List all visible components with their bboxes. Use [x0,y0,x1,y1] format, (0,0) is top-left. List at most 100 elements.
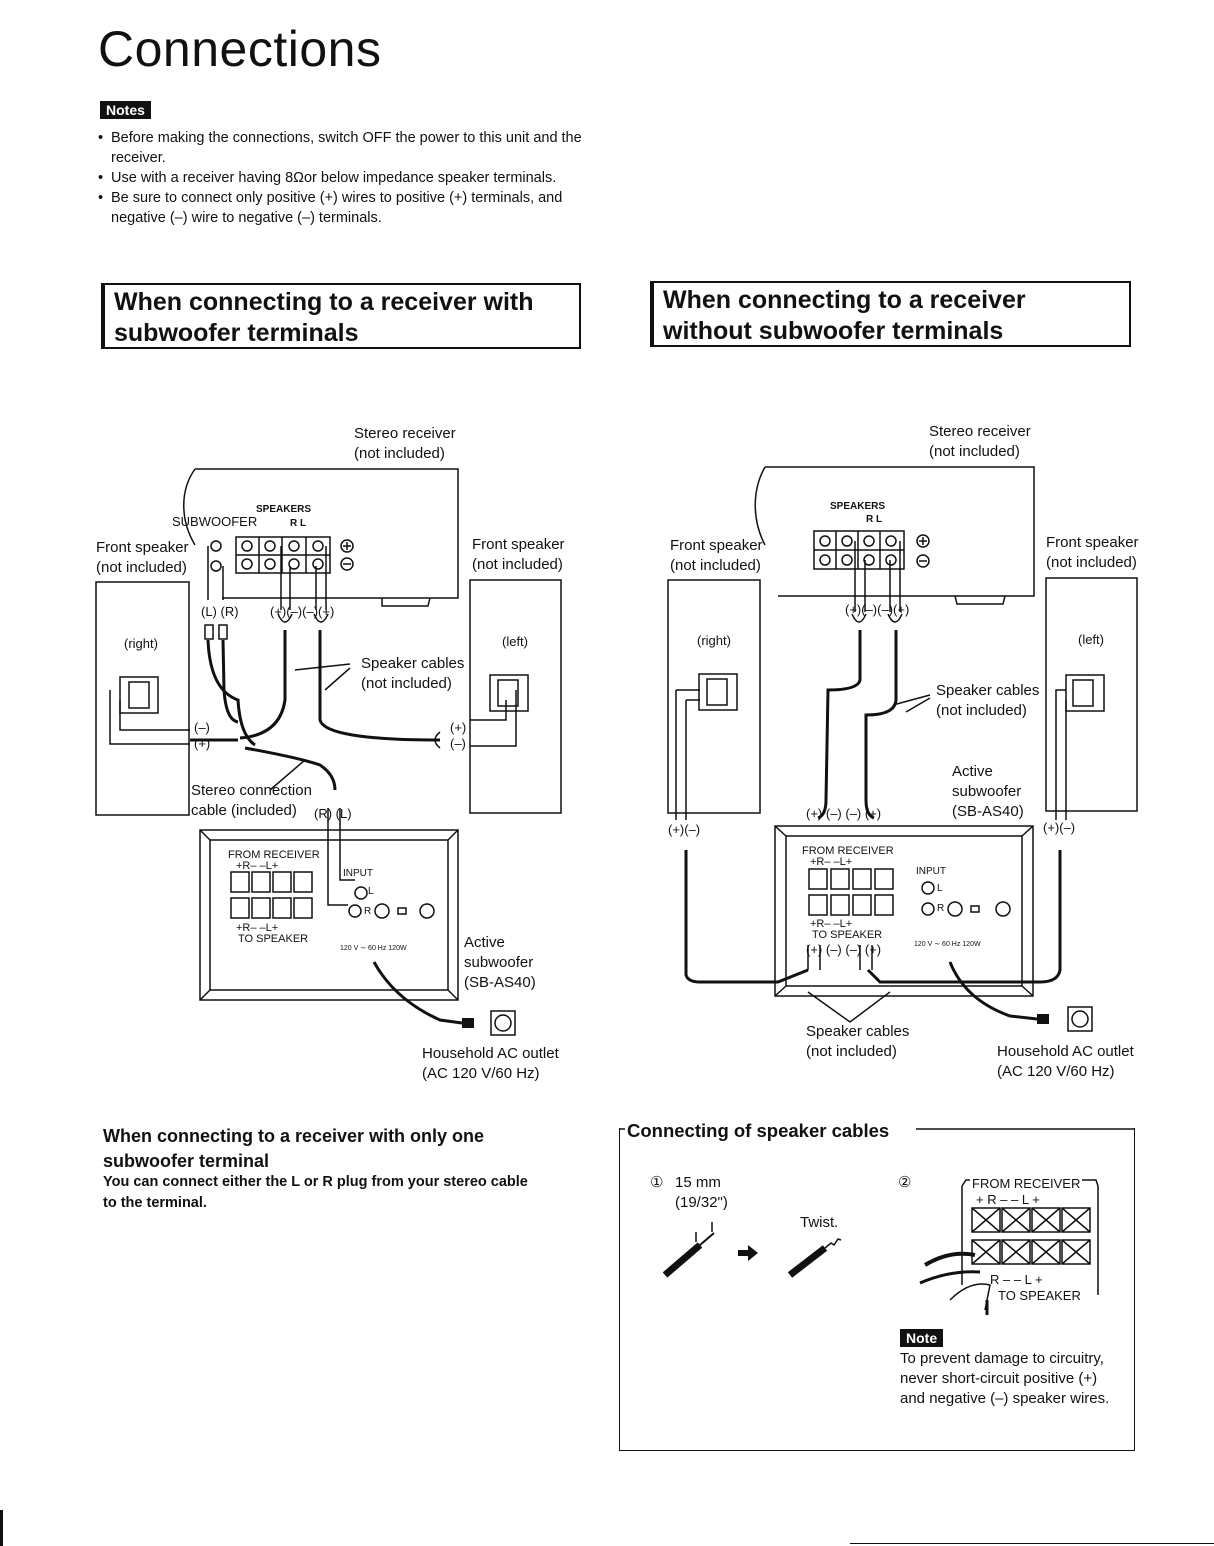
front-speaker-label: Front speaker [1046,534,1139,551]
active-subwoofer-label: subwoofer [464,954,534,971]
polarity-label: (+) (–) (–) (+) [806,942,882,957]
polarity-label: R – – L + [990,1272,1043,1287]
speaker-cables-note: (not included) [936,702,1027,719]
polarity-label: +R– –L+ [810,918,853,930]
note-badge: Note [900,1329,944,1347]
power-rating-label: 120 V ∼ 60 Hz 120W [340,945,407,952]
subwoofer-label: SUBWOOFER [172,514,258,529]
front-speaker-label: Front speaker [472,536,565,553]
one-terminal-heading-line: When connecting to a receiver with only … [103,1126,485,1146]
input-l-label: L [937,883,943,894]
note-item: Use with a receiver having 8Ωor below im… [98,168,588,188]
household-outlet-note: (AC 120 V/60 Hz) [422,1065,540,1082]
twist-label: Twist. [800,1214,839,1231]
input-l-label: L [368,886,374,897]
note-item: Be sure to connect only positive (+) wir… [98,188,588,228]
rl-label: R L [866,514,883,525]
from-receiver-label: FROM RECEIVER [970,1176,1083,1191]
left-speaker-label: (left) [1078,632,1104,647]
to-speaker-label: TO SPEAKER [996,1288,1083,1303]
speaker-cables-note: (not included) [806,1043,897,1060]
step1-length: 15 mm [675,1174,721,1191]
active-subwoofer-label: subwoofer [952,783,1022,800]
front-speaker-note: (not included) [670,557,761,574]
polarity-label: (–) [450,736,466,751]
active-subwoofer-model: (SB-AS40) [464,974,536,991]
speaker-cables-box-title: Connecting of speaker cables [627,1120,896,1142]
input-label: INPUT [916,866,946,877]
stereo-cable-note: cable (included) [191,802,297,819]
power-rating-label: 120 V ∼ 60 Hz 120W [914,941,981,948]
note-text: and negative (–) speaker wires. [900,1390,1110,1407]
input-r-label: R [937,903,945,914]
heading-with-subwoofer: When connecting to a receiver with subwo… [101,283,581,349]
left-speaker-label: (left) [502,634,528,649]
polarity-label: (+)(–) [668,822,701,837]
speakers-label: SPEAKERS [256,504,312,515]
one-terminal-text-line: You can connect either the L or R plug f… [103,1174,528,1190]
one-terminal-heading: When connecting to a receiver with only … [103,1124,583,1174]
input-label: INPUT [343,868,373,879]
right-speaker-label: (right) [697,633,731,648]
polarity-label: + R – – L + [976,1192,1040,1207]
polarity-label: (+) (–) (–) (+) [806,806,882,821]
to-speaker-label: TO SPEAKER [238,933,309,945]
step2-number: ② [898,1174,912,1191]
from-receiver-label: FROM RECEIVER [228,849,320,861]
polarity-label: +R– –L+ [810,856,853,868]
polarity-label: (+)(–) [1043,820,1076,835]
front-speaker-label: Front speaker [96,539,189,556]
page-title: Connections [98,21,382,77]
note-text: never short-circuit positive (+) [900,1370,1098,1387]
rl-label: R L [290,518,307,529]
page-edge-mark [0,1510,3,1546]
bottom-rule [850,1543,1214,1544]
polarity-label: +R– –L+ [236,922,279,934]
note-item: Before making the connections, switch OF… [98,128,588,168]
active-subwoofer-model: (SB-AS40) [952,803,1024,820]
speaker-cables-label: Speaker cables [806,1023,910,1040]
polarity-label: (+)(–)(–)(+) [845,602,910,617]
one-terminal-heading-line: subwoofer terminal [103,1151,270,1171]
polarity-label: (+)(–)(–)(+) [270,604,335,619]
polarity-label: (–) [194,720,210,735]
lr-plug-label: (L) (R) [201,604,239,619]
speaker-cables-label: Speaker cables [361,655,465,672]
input-r-label: R [364,906,372,917]
speakers-label: SPEAKERS [830,501,886,512]
active-subwoofer-label: Active [464,934,505,951]
stereo-receiver-label: Stereo receiver [354,425,456,442]
household-outlet-note: (AC 120 V/60 Hz) [997,1063,1115,1080]
stereo-receiver-note: (not included) [929,443,1020,460]
front-speaker-label: Front speaker [670,537,763,554]
heading-without-subwoofer: When connecting to a receiver without su… [650,281,1131,347]
step1-number: ① [650,1174,664,1191]
polarity-label: +R– –L+ [236,860,279,872]
right-speaker-label: (right) [124,636,158,651]
polarity-label: (+) [450,720,467,735]
polarity-label: (+) [194,736,211,751]
front-speaker-note: (not included) [1046,554,1137,571]
note-text: To prevent damage to circuitry, [900,1350,1104,1367]
active-subwoofer-label: Active [952,763,993,780]
stereo-receiver-label: Stereo receiver [929,423,1031,440]
speaker-cables-box [619,1128,1135,1451]
stereo-cable-label: Stereo connection [191,782,312,799]
household-outlet-label: Household AC outlet [422,1045,559,1062]
speaker-cables-label: Speaker cables [936,682,1040,699]
to-speaker-label: TO SPEAKER [812,929,883,941]
household-outlet-label: Household AC outlet [997,1043,1134,1060]
one-terminal-text-line: to the terminal. [103,1195,207,1211]
front-speaker-note: (not included) [96,559,187,576]
front-speaker-note: (not included) [472,556,563,573]
notes-list: Before making the connections, switch OF… [98,128,588,228]
step1-length-inch: (19/32") [675,1194,728,1211]
rl-plug-label: (R) (L) [314,806,352,821]
from-receiver-label: FROM RECEIVER [802,845,894,857]
speaker-cables-note: (not included) [361,675,452,692]
notes-badge: Notes [100,101,151,119]
